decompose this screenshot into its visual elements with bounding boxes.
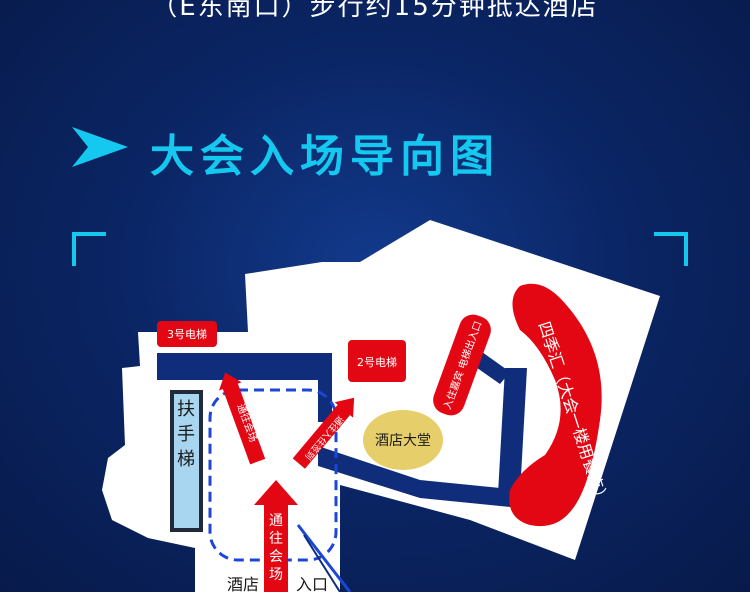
corridor-top <box>157 353 332 422</box>
section-arrow-icon <box>72 127 128 167</box>
frame-corner-top-left <box>72 232 106 266</box>
elevator-2-label: 2号电梯 <box>357 356 397 369</box>
arrow-to-checkin <box>292 397 355 469</box>
frame-corner-top-right <box>654 232 688 266</box>
main-arrow-label-1: 通 <box>269 513 283 529</box>
entrance-pointer-line-1 <box>296 524 352 592</box>
vip-elevator-entrance <box>433 314 491 416</box>
main-arrow-label-2: 往 <box>269 531 283 547</box>
elevator-2 <box>348 340 406 382</box>
entrance-label: 入口 <box>296 575 328 592</box>
section-title: 大会入场导向图 <box>150 131 500 182</box>
hotel-label: 酒店 <box>227 575 259 592</box>
arrow-main-to-venue <box>254 480 298 592</box>
main-arrow-label-3: 会 <box>269 549 283 565</box>
elevator-3 <box>157 321 217 347</box>
corridor-diagonal <box>318 446 520 508</box>
escalator-label-2: 手 <box>177 424 195 445</box>
elevator-3-label: 3号电梯 <box>167 328 207 341</box>
corridor-vertical <box>498 368 527 494</box>
arrow-to-venue <box>219 372 266 465</box>
entrance-pointer-line-2 <box>303 534 341 592</box>
main-arrow-label-4: 场 <box>269 567 283 583</box>
escalator <box>174 394 199 528</box>
siji-hui-dining <box>509 283 602 527</box>
escalator-label-3: 梯 <box>177 449 195 470</box>
hotel-lobby-label: 酒店大堂 <box>375 433 431 449</box>
hotel-lobby <box>363 410 443 470</box>
escalator-label-1: 扶 <box>177 399 195 420</box>
top-text: （E东南口）步行约15分钟抵达酒店 <box>151 0 599 22</box>
